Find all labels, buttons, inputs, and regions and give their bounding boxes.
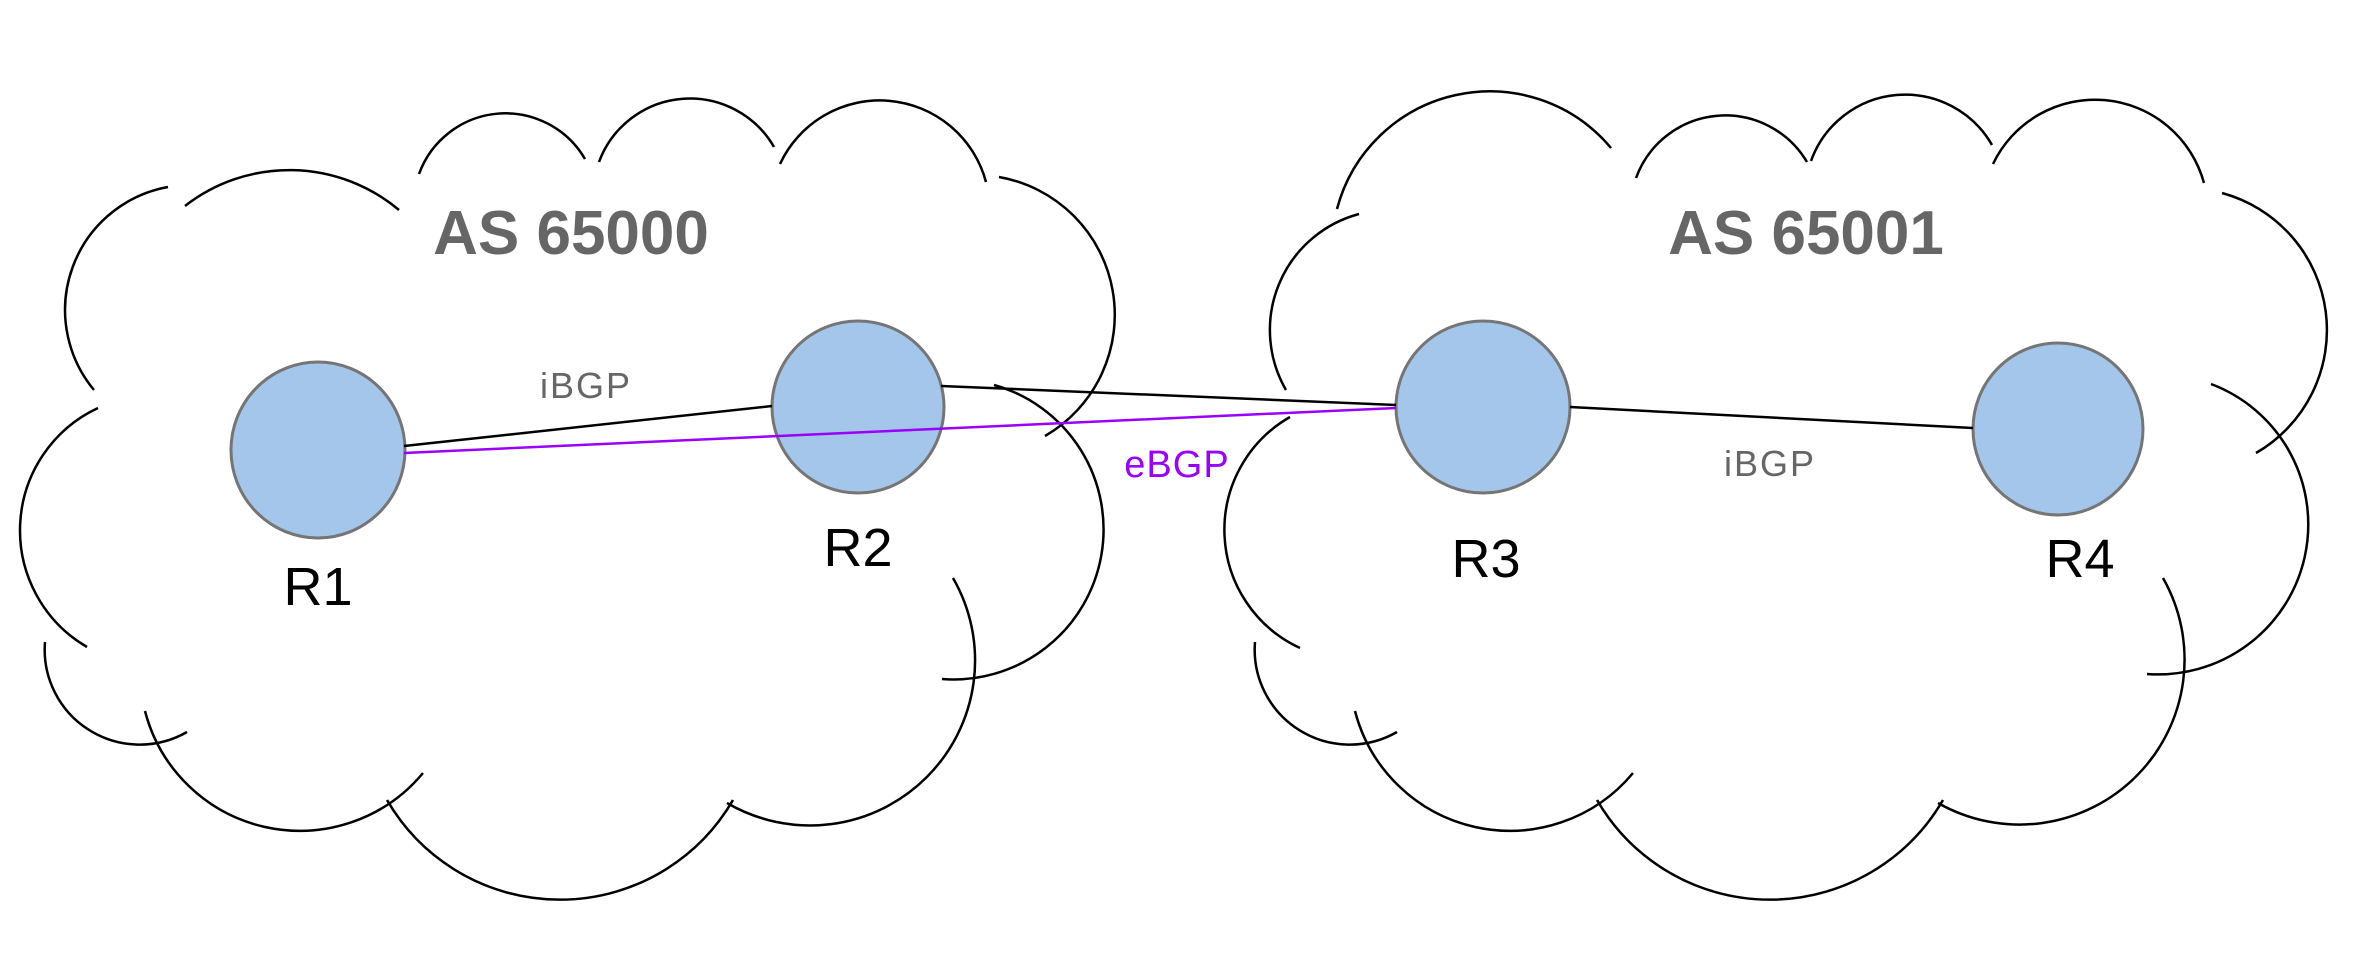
cloud-bump-arc — [2221, 191, 2329, 455]
cloud-bump-arc — [1335, 90, 1612, 210]
cloud-bump-arc — [18, 406, 99, 649]
cloud-bump-arc — [63, 185, 169, 391]
router-label-r4: R4 — [2045, 529, 2114, 589]
cloud-bump-arc — [941, 383, 1105, 681]
cloud-bump-arc — [1353, 710, 1634, 833]
link-r3-r4-ibgp — [1569, 405, 1974, 430]
ebgp-label: eBGP — [1124, 444, 1229, 486]
router-label-r1: R1 — [283, 557, 352, 617]
cloud-bump-arc — [1253, 641, 1398, 746]
cloud-bump-arc — [385, 799, 735, 901]
link-r1-r2-ibgp — [403, 404, 773, 448]
link-r2-r3 — [940, 384, 1397, 407]
ibgp-label-right: iBGP — [1724, 443, 1816, 484]
router-label-r2: R2 — [823, 518, 892, 578]
cloud-bump-arc — [2146, 382, 2310, 676]
cloud-bump-arc — [184, 168, 400, 211]
router-nodes — [229, 319, 2145, 540]
router-node-r4 — [1971, 341, 2145, 517]
cloud-bump-arc — [998, 175, 1117, 438]
cloud-bump-arc — [417, 112, 587, 175]
bgp-links — [403, 384, 1974, 455]
cloud-bump-arc — [1268, 212, 1360, 391]
cloud-bump-arc — [1991, 98, 2206, 184]
cloud-bump-arc — [1595, 799, 1945, 901]
cloud-bump-arc — [726, 577, 977, 827]
router-node-r3 — [1394, 319, 1572, 495]
cloud-bump-arc — [1634, 114, 1809, 179]
cloud-bump-arc — [597, 97, 776, 163]
as-65000-label: AS 65000 — [433, 199, 709, 268]
cloud-bump-arc — [43, 641, 188, 746]
router-node-r2 — [770, 319, 946, 495]
cloud-bump-arc — [1937, 577, 2186, 826]
as-65001-label: AS 65001 — [1668, 199, 1944, 268]
cloud-bump-arc — [778, 99, 988, 183]
ibgp-label-left: iBGP — [540, 365, 632, 406]
cloud-as-65000: AS 65000 — [18, 97, 1117, 901]
cloud-bump-arc — [143, 710, 424, 833]
router-labels: R1 R2 R3 R4 — [283, 518, 2114, 617]
cloud-bump-arc — [1223, 415, 1301, 650]
link-r1-r3-ebgp — [403, 406, 1397, 455]
cloud-bump-arc — [1809, 93, 1994, 162]
router-label-r3: R3 — [1451, 529, 1520, 589]
cloud-as-65001: AS 65001 — [1223, 90, 2329, 901]
router-node-r1 — [229, 360, 407, 540]
link-labels: iBGP eBGP iBGP — [540, 365, 1816, 486]
